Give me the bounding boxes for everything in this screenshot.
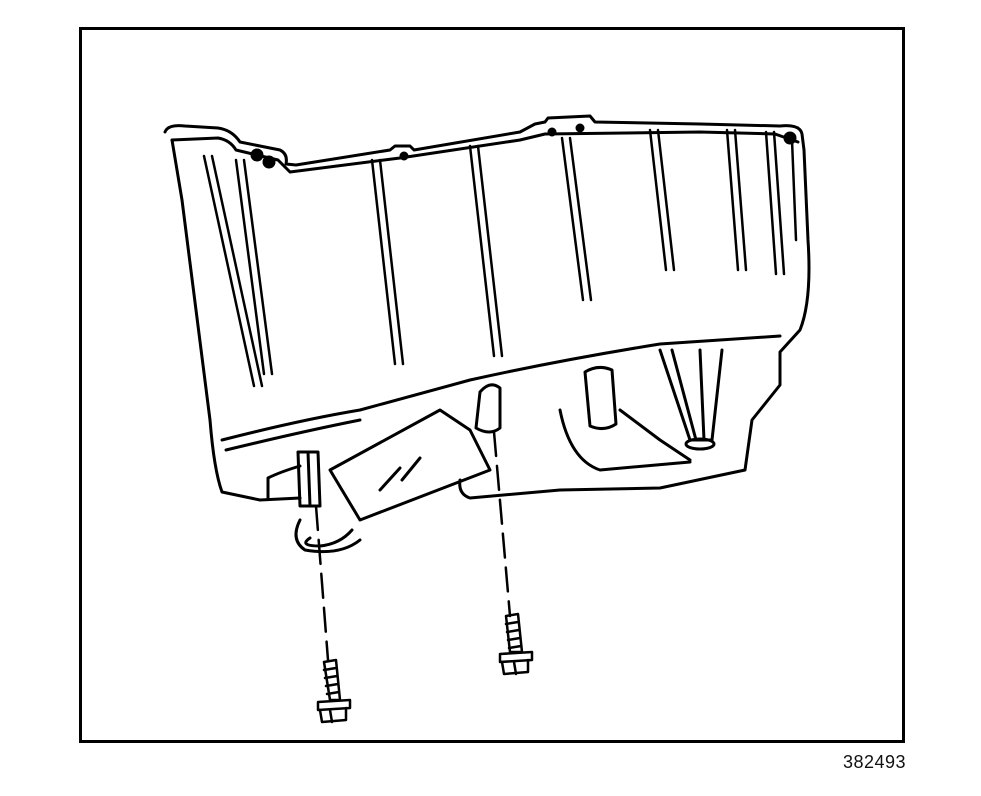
pan-body <box>170 138 811 502</box>
figure-number: 382493 <box>843 752 907 772</box>
bolt-right <box>498 612 534 676</box>
alignment-lines <box>314 430 512 662</box>
bolt-left <box>316 658 352 724</box>
sump-details <box>266 348 724 554</box>
pan-flange <box>163 114 806 174</box>
pan-ribs <box>202 128 798 388</box>
figure-border <box>79 27 905 743</box>
bolt-boss-left <box>296 450 322 508</box>
